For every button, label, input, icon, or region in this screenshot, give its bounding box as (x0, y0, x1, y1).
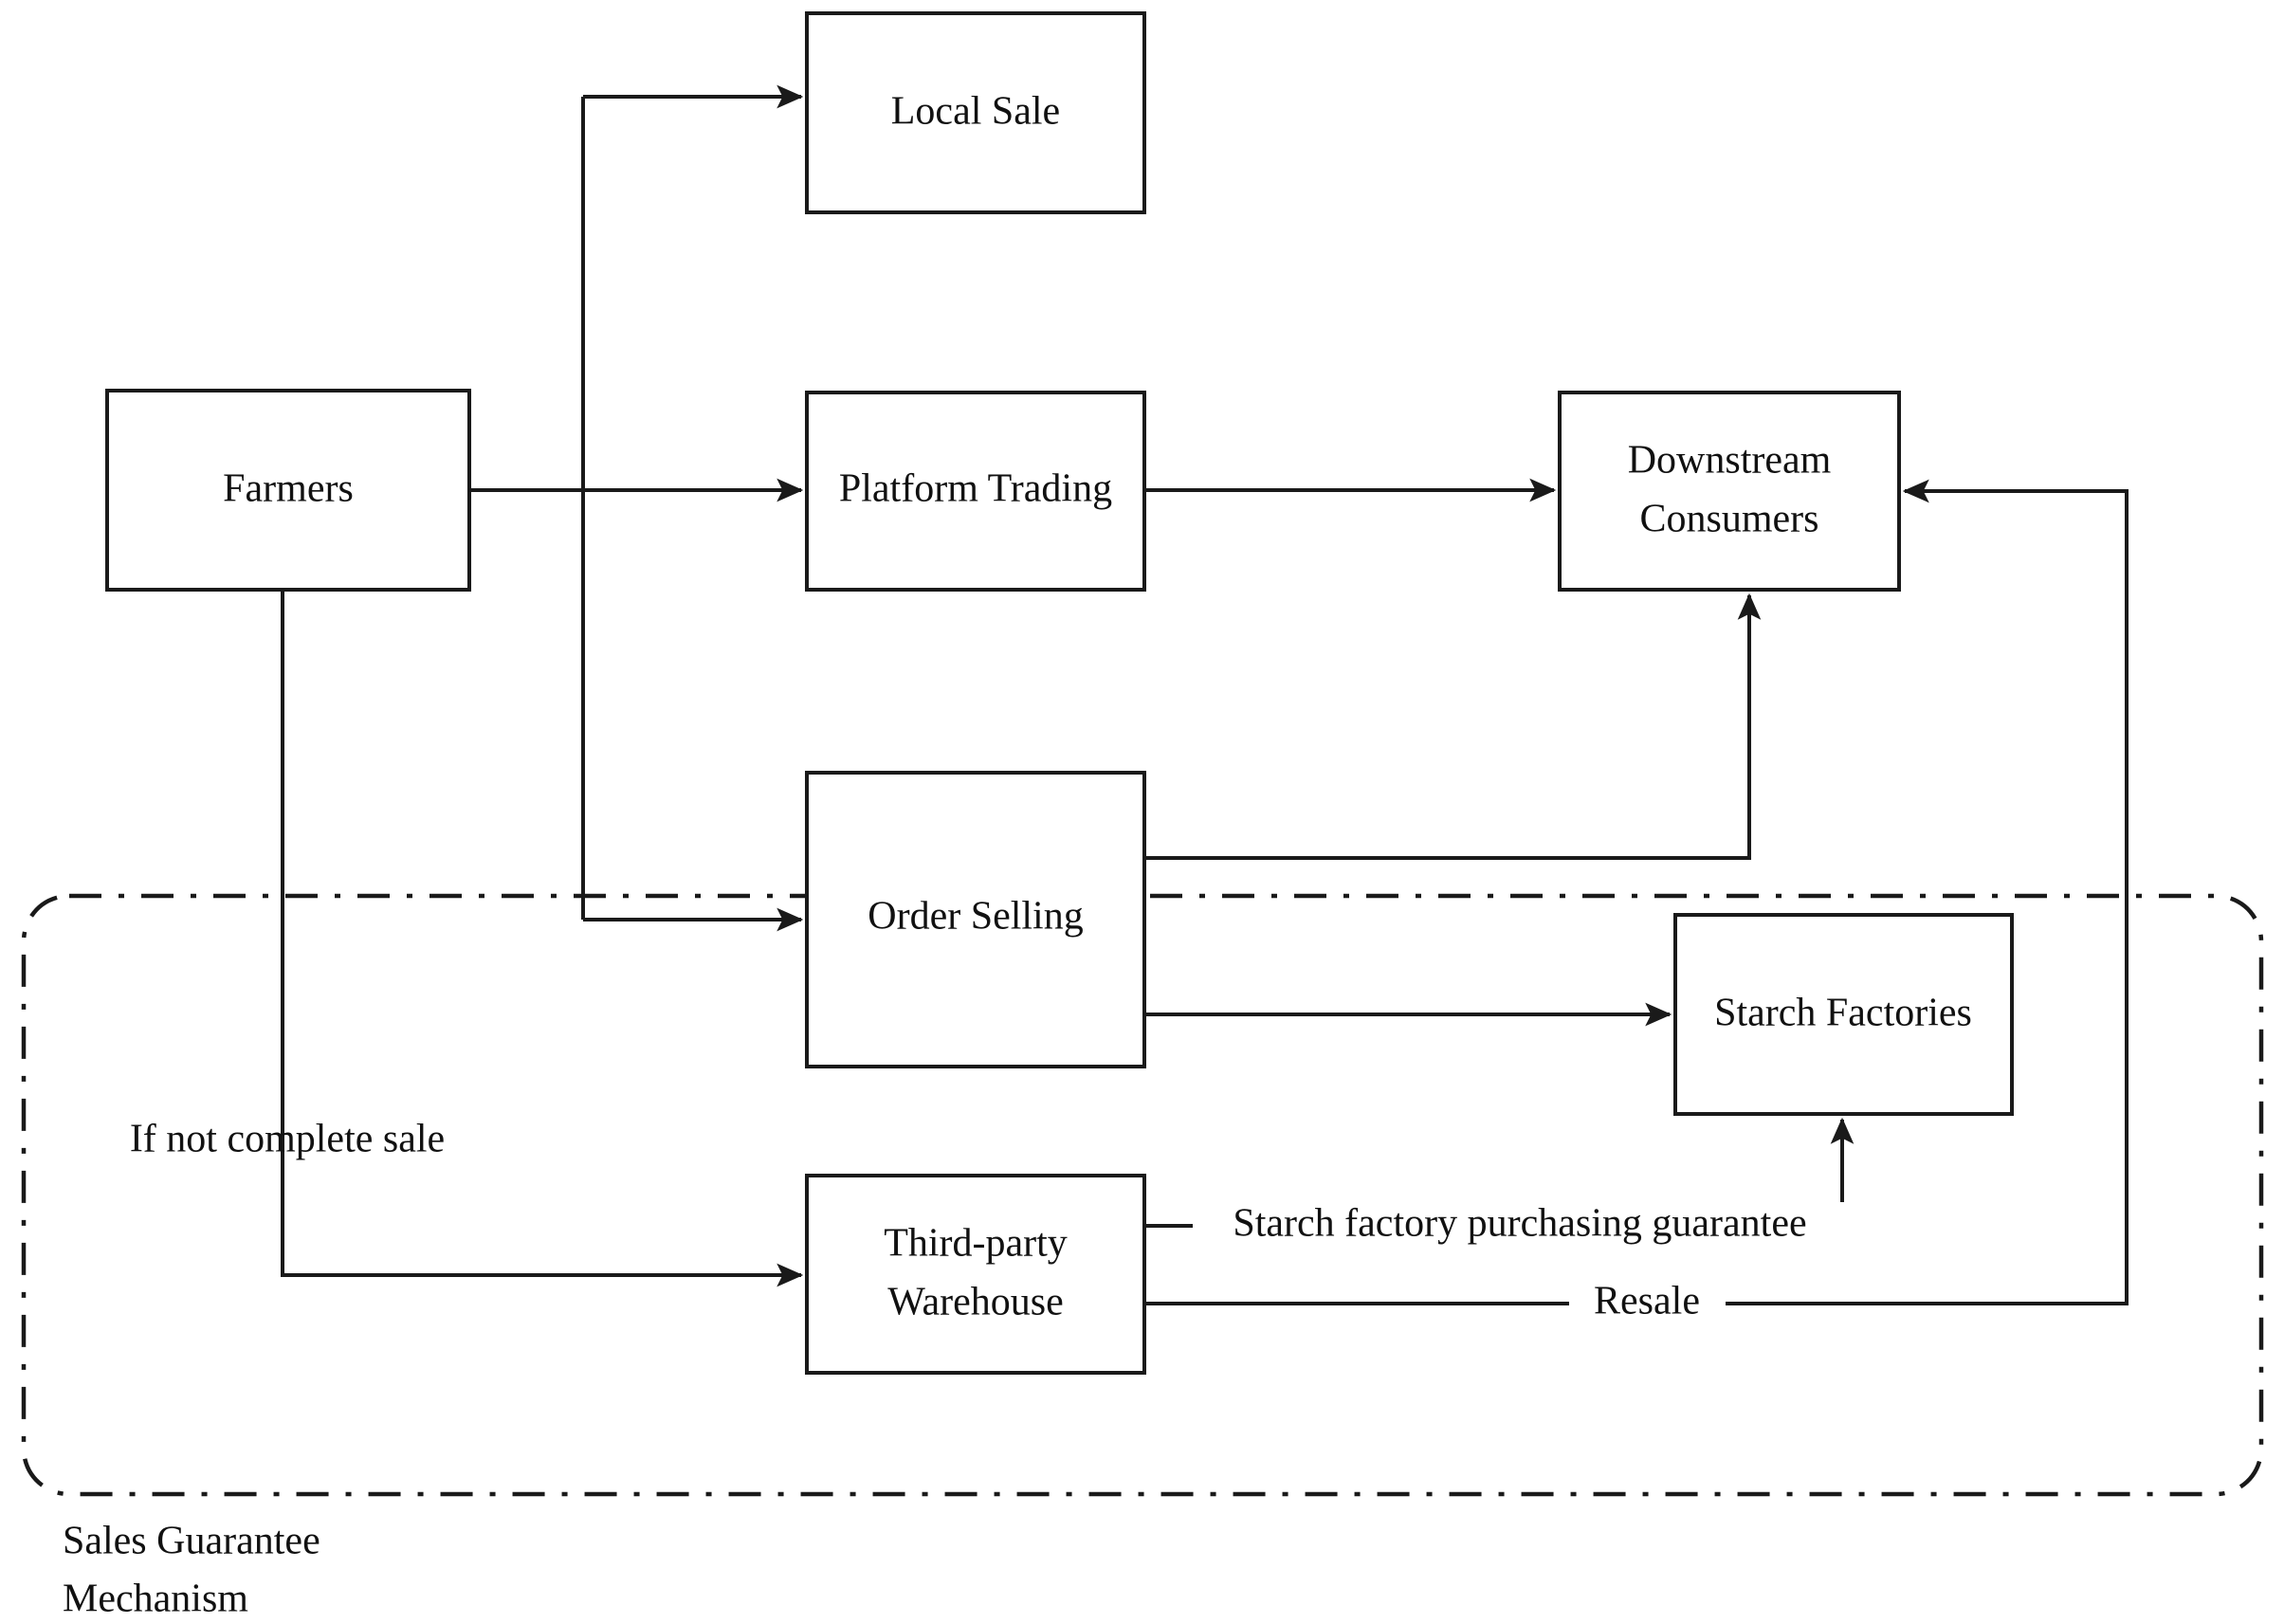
sales-guarantee-boundary (21, 893, 2264, 1497)
boundary-caption-line2: Mechanism (63, 1578, 248, 1621)
node-starch-factories[interactable]: Starch Factories (1673, 913, 2014, 1116)
node-farmers[interactable]: Farmers (105, 389, 471, 592)
edge-order-selling-to-downstream-consumers (1144, 593, 1762, 860)
boundary-caption-line1: Sales Guarantee (63, 1520, 320, 1563)
label-bg-starch-guarantee (1193, 1202, 1847, 1251)
edge-farmers-to-third-party-warehouse (281, 590, 804, 1287)
node-local-sale-rect (805, 11, 1146, 214)
node-platform-trading-label: Platform Trading (839, 467, 1112, 511)
node-third-party-warehouse-label-line1: Third-party (884, 1222, 1068, 1266)
node-local-sale[interactable]: Local Sale (805, 11, 1146, 214)
node-platform-trading[interactable]: Platform Trading (805, 391, 1146, 592)
node-third-party-warehouse-rect (805, 1174, 1146, 1375)
node-local-sale-label: Local Sale (891, 90, 1060, 134)
edge-label-if-not-complete-sale: If not complete sale (130, 1118, 445, 1161)
node-downstream-consumers-label-line1: Downstream (1628, 439, 1832, 483)
node-order-selling[interactable]: Order Selling (805, 771, 1146, 1068)
node-order-selling-rect (805, 771, 1146, 1068)
node-starch-factories-label: Starch Factories (1714, 992, 1972, 1035)
node-downstream-consumers[interactable]: Downstream Consumers (1558, 391, 1901, 592)
node-order-selling-label: Order Selling (868, 895, 1083, 939)
node-third-party-warehouse[interactable]: Third-party Warehouse (805, 1174, 1146, 1375)
node-downstream-consumers-label-line2: Consumers (1640, 498, 1819, 541)
edge-label-resale: Resale (1594, 1280, 1700, 1323)
label-bg-resale (1569, 1280, 1726, 1329)
node-third-party-warehouse-label-line2: Warehouse (887, 1281, 1064, 1324)
node-farmers-rect (105, 389, 471, 592)
node-downstream-consumers-rect (1558, 391, 1901, 592)
node-platform-trading-rect (805, 391, 1146, 592)
edge-label-starch-guarantee: Starch factory purchasing guarantee (1233, 1202, 1806, 1246)
node-farmers-label: Farmers (223, 467, 354, 511)
node-starch-factories-rect (1673, 913, 2014, 1116)
